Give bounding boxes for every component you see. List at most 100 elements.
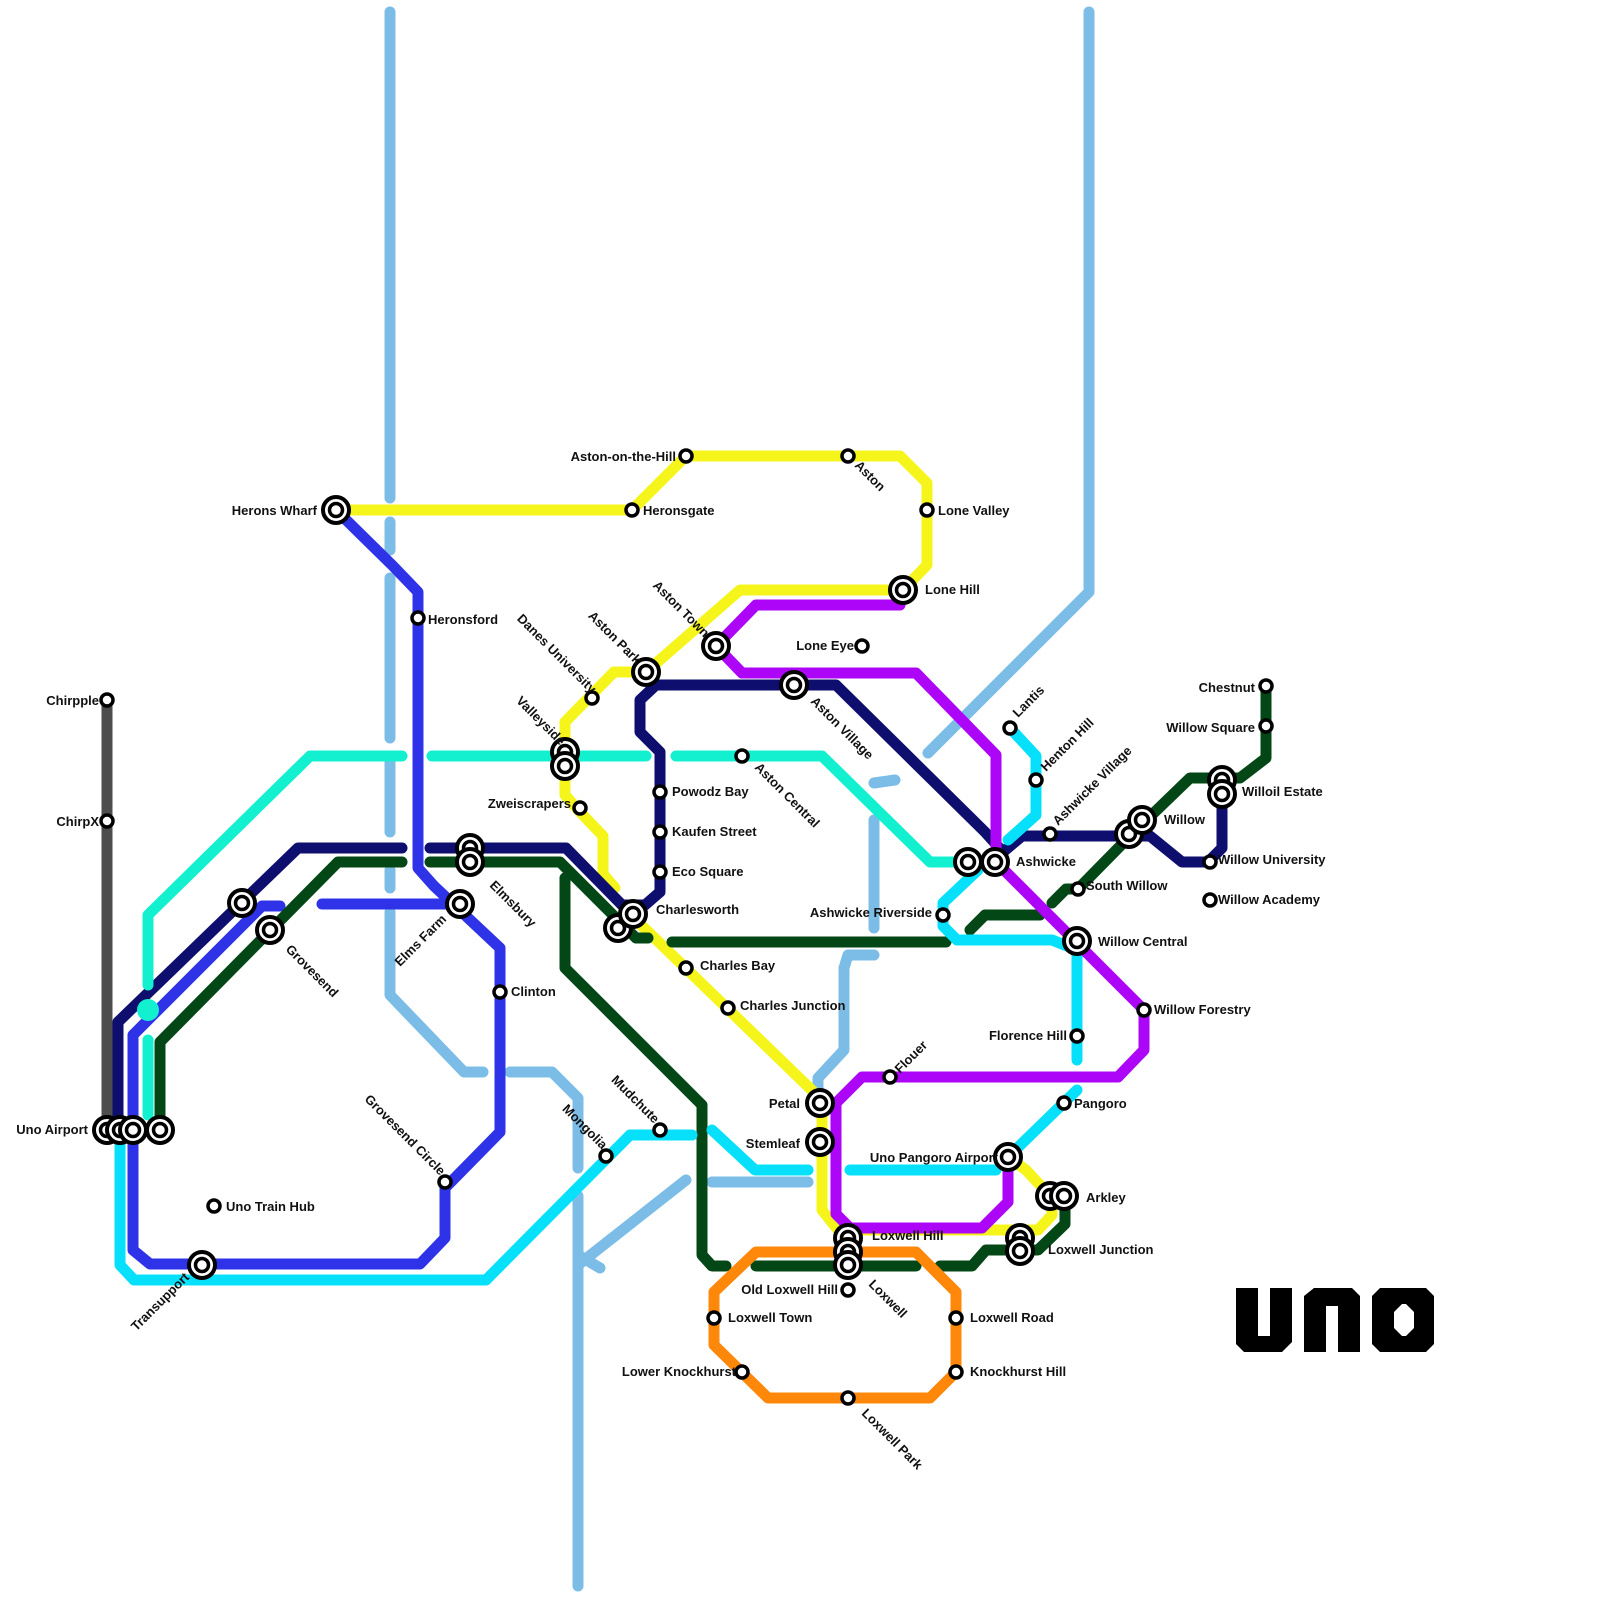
station-clinton[interactable] — [494, 986, 506, 998]
interchange-uno-airport-c[interactable] — [120, 1117, 146, 1143]
station-lone-valley[interactable] — [921, 504, 933, 516]
station-heronsgate[interactable] — [626, 504, 638, 516]
station-chestnut[interactable] — [1260, 680, 1272, 692]
station-kaufen-street[interactable] — [654, 826, 666, 838]
orange-line[interactable] — [714, 1252, 956, 1398]
station-label-ashwicke: Ashwicke — [1016, 854, 1076, 869]
interchange-willow-b[interactable] — [1129, 807, 1155, 833]
station-label-willow-forestry: Willow Forestry — [1154, 1002, 1251, 1017]
station-henton-hill[interactable] — [1030, 774, 1042, 786]
station-label-grovesend: Grovesend — [283, 942, 342, 1001]
lines-layer — [107, 12, 1266, 1586]
interchange-aston-town[interactable] — [703, 633, 729, 659]
station-willow-square[interactable] — [1260, 720, 1272, 732]
station-label-lone-hill: Lone Hill — [925, 582, 980, 597]
station-label-willow-university: Willow University — [1218, 852, 1326, 867]
station-lower-knockhurst[interactable] — [736, 1366, 748, 1378]
station-charles-bay[interactable] — [680, 962, 692, 974]
station-uno-train-hub[interactable] — [208, 1200, 220, 1212]
station-label-charles-junction: Charles Junction — [740, 998, 846, 1013]
station-aston-central[interactable] — [736, 750, 748, 762]
station-label-lone-eye: Lone Eye — [796, 638, 854, 653]
station-ashwicke-village[interactable] — [1044, 828, 1056, 840]
station-eco-square[interactable] — [654, 866, 666, 878]
station-willow-forestry[interactable] — [1138, 1004, 1150, 1016]
station-label-lone-valley: Lone Valley — [938, 503, 1010, 518]
station-loxwell-town[interactable] — [708, 1312, 720, 1324]
station-flouer[interactable] — [884, 1071, 896, 1083]
station-south-willow[interactable] — [1072, 883, 1084, 895]
station-label-loxwell-junction: Loxwell Junction — [1048, 1242, 1154, 1257]
interchange-herons-wharf[interactable] — [323, 497, 349, 523]
interchange-ashwicke-a[interactable] — [955, 849, 981, 875]
station-aston-on-the-hill[interactable] — [680, 450, 692, 462]
interchange-willoil-estate-b[interactable] — [1209, 781, 1235, 807]
interchange-valleyside-b[interactable] — [552, 753, 578, 779]
interchange-aston-village[interactable] — [781, 672, 807, 698]
interchange-charlesworth-b[interactable] — [620, 901, 646, 927]
station-label-loxwell-town: Loxwell Town — [728, 1310, 812, 1325]
station-knockhurst-hill[interactable] — [950, 1366, 962, 1378]
station-ashwicke-riverside[interactable] — [937, 909, 949, 921]
station-florence-hill[interactable] — [1071, 1030, 1083, 1042]
station-pangoro[interactable] — [1058, 1097, 1070, 1109]
interchange-elms-farm[interactable] — [447, 891, 473, 917]
station-aston[interactable] — [842, 450, 854, 462]
station-label-aston-central: Aston Central — [752, 760, 823, 831]
station-label-danes-university: Danes University — [514, 611, 600, 697]
interchange-lone-hill[interactable] — [890, 577, 916, 603]
station-old-loxwell-hill[interactable] — [842, 1284, 854, 1296]
interchange-loxwell-junction-b[interactable] — [1007, 1238, 1033, 1264]
station-label-florence-hill: Florence Hill — [989, 1028, 1067, 1043]
interchange-petal[interactable] — [807, 1090, 833, 1116]
interchange-elmsbury-b[interactable] — [457, 849, 483, 875]
station-mongolia[interactable] — [600, 1150, 612, 1162]
station-label-aston-park: Aston Park — [585, 608, 645, 668]
interchange-ashwicke-b[interactable] — [982, 849, 1008, 875]
interchange-grovesend-b[interactable] — [257, 917, 283, 943]
interchange-transupport[interactable] — [189, 1252, 215, 1278]
station-label-charles-bay: Charles Bay — [700, 958, 776, 973]
station-loxwell-park[interactable] — [842, 1392, 854, 1404]
station-grovesend-circle[interactable] — [439, 1176, 451, 1188]
station-label-uno-train-hub: Uno Train Hub — [226, 1199, 315, 1214]
station-mudchute[interactable] — [654, 1124, 666, 1136]
station-chirpx[interactable] — [101, 815, 113, 827]
station-label-old-loxwell-hill: Old Loxwell Hill — [741, 1282, 838, 1297]
station-label-mudchute: Mudchute — [608, 1072, 662, 1126]
interchange-arkley-b[interactable] — [1051, 1183, 1077, 1209]
station-lone-eye[interactable] — [856, 640, 868, 652]
station-label-kaufen-street: Kaufen Street — [672, 824, 757, 839]
station-charles-junction[interactable] — [722, 1002, 734, 1014]
station-label-powodz-bay: Powodz Bay — [672, 784, 749, 799]
interchange-willow-central[interactable] — [1064, 928, 1090, 954]
station-label-loxwell: Loxwell — [866, 1277, 910, 1321]
station-heronsford[interactable] — [412, 612, 424, 624]
station-loxwell-road[interactable] — [950, 1312, 962, 1324]
interchange-uno-airport-d[interactable] — [147, 1117, 173, 1143]
station-chirpple[interactable] — [101, 694, 113, 706]
interchange-stemleaf[interactable] — [807, 1129, 833, 1155]
station-lantis[interactable] — [1004, 722, 1016, 734]
station-label-herons-wharf: Herons Wharf — [232, 503, 318, 518]
station-label-willow-academy: Willow Academy — [1218, 892, 1321, 907]
station-willow-university[interactable] — [1204, 856, 1216, 868]
station-label-willow: Willow — [1164, 812, 1206, 827]
station-powodz-bay[interactable] — [654, 786, 666, 798]
station-label-heronsgate: Heronsgate — [643, 503, 715, 518]
interchange-grovesend-a[interactable] — [229, 890, 255, 916]
station-willow-academy[interactable] — [1204, 894, 1216, 906]
station-label-aston-on-the-hill: Aston-on-the-Hill — [571, 449, 676, 464]
station-zweiscrapers[interactable] — [574, 802, 586, 814]
interchange-uno-pangoro-airport[interactable] — [995, 1144, 1021, 1170]
station-label-knockhurst-hill: Knockhurst Hill — [970, 1364, 1066, 1379]
interchange-loxwell-hill-c[interactable] — [835, 1252, 861, 1278]
station-label-ashwicke-riverside: Ashwicke Riverside — [810, 905, 932, 920]
station-label-clinton: Clinton — [511, 984, 556, 999]
station-label-petal: Petal — [769, 1096, 800, 1111]
station-label-loxwell-hill: Loxwell Hill — [872, 1228, 944, 1243]
station-label-elms-farm: Elms Farm — [392, 912, 450, 970]
station-label-elmsbury: Elmsbury — [487, 878, 540, 931]
